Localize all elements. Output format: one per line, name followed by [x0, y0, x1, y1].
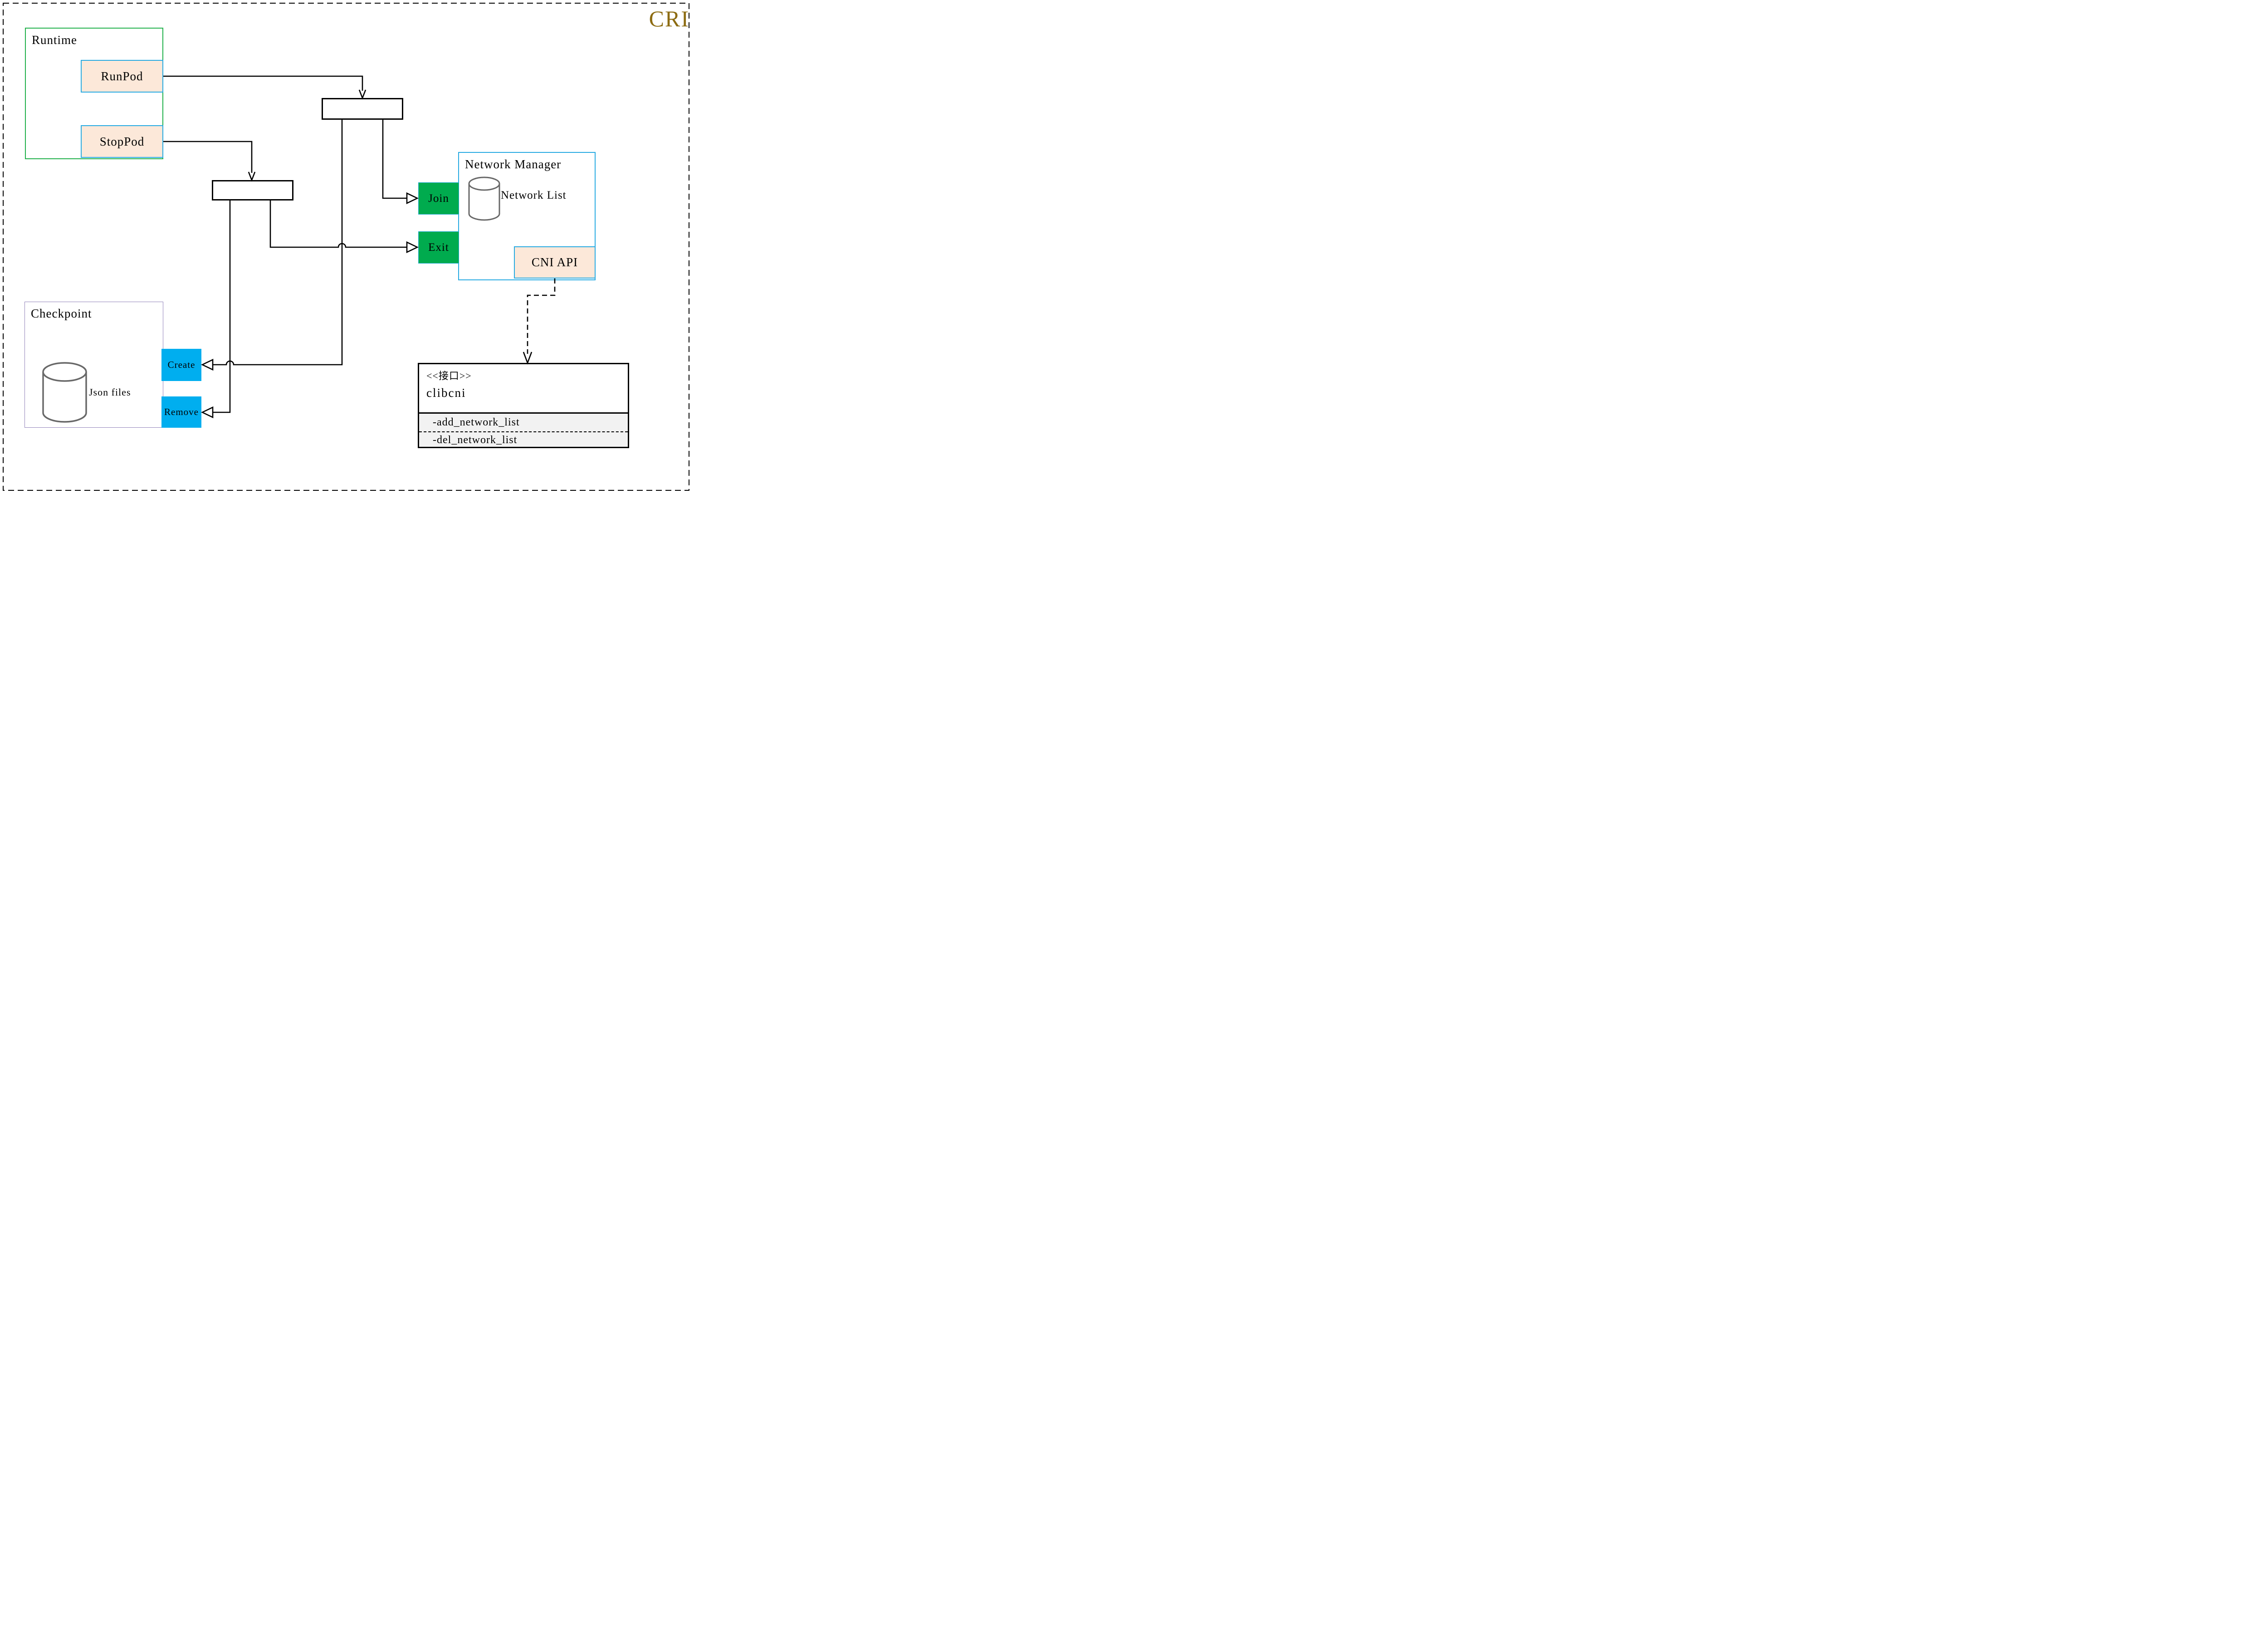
checkpoint-title: Checkpoint — [31, 307, 92, 320]
network-list-label: Network List — [501, 189, 567, 201]
exit-arrow — [269, 200, 419, 254]
network-manager-title: Network Manager — [465, 157, 562, 171]
remove-arrow — [200, 200, 231, 419]
interface-stereotype: <<接口>> — [426, 370, 472, 381]
method-divider — [419, 431, 628, 432]
interface-methods-section: -add_network_list -del_network_list — [419, 414, 628, 447]
stoppod-node: StopPod — [81, 125, 163, 158]
stoppod-flow-arrow — [163, 141, 256, 182]
remove-node: Remove — [161, 396, 201, 428]
create-node: Create — [161, 349, 201, 381]
runpod-flow-arrow — [163, 75, 367, 100]
runtime-title: Runtime — [32, 33, 77, 47]
runpod-node: RunPod — [81, 60, 163, 93]
process-box-runpod-flow — [322, 98, 403, 120]
interface-name: clibcni — [426, 386, 466, 400]
cni-api-node: CNI API — [514, 246, 596, 279]
process-box-stoppod-flow — [212, 180, 293, 200]
json-files-label: Json files — [89, 386, 131, 398]
cri-label: CRI — [649, 6, 689, 31]
join-node: Join — [418, 182, 459, 215]
method-del-network-list: -del_network_list — [433, 434, 518, 446]
exit-node: Exit — [418, 231, 459, 264]
cni-clibcni-dashed-arrow — [523, 279, 556, 365]
method-add-network-list: -add_network_list — [433, 416, 520, 428]
interface-header: <<接口>> clibcni — [419, 364, 628, 414]
create-arrow — [200, 120, 343, 371]
interface-box: <<接口>> clibcni -add_network_list -del_ne… — [418, 363, 629, 448]
checkpoint-box: Checkpoint — [24, 302, 163, 428]
join-arrow — [382, 120, 419, 205]
